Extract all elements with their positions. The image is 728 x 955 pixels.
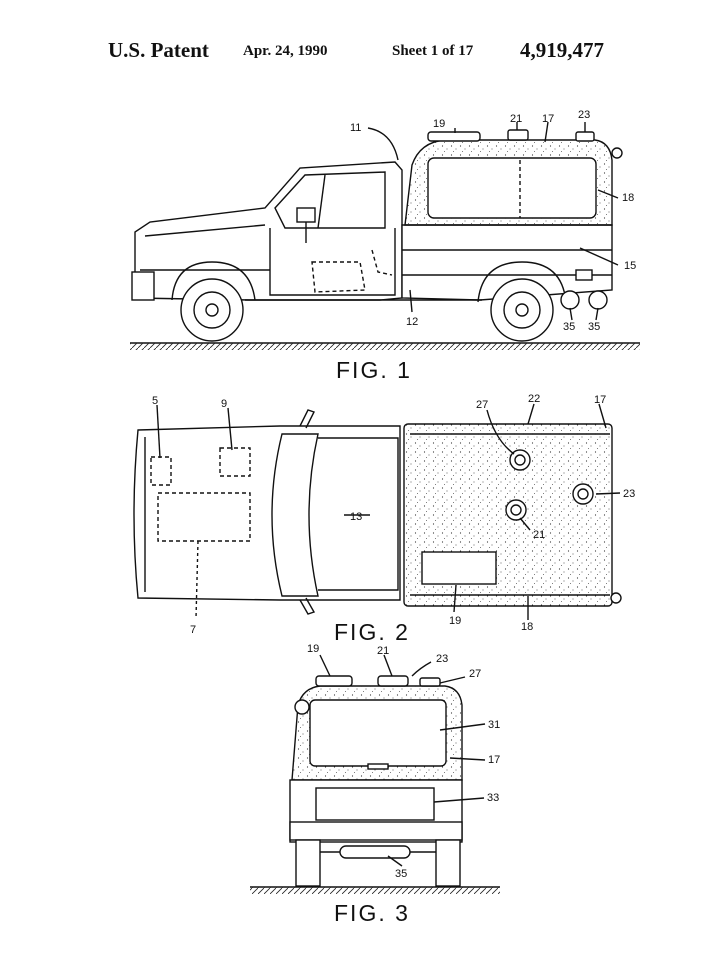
fig2-ref: 7 bbox=[190, 624, 196, 636]
fig2-drawing bbox=[133, 403, 622, 620]
fig1-ref: 11 bbox=[350, 122, 361, 134]
fig2-ref: 5 bbox=[152, 395, 158, 407]
patent-number: 4,919,477 bbox=[520, 38, 604, 62]
fig3-ref: 17 bbox=[488, 754, 500, 766]
fig3-labels: 19 21 23 27 31 17 33 35 FIG. 3 bbox=[307, 643, 500, 926]
patent-date: Apr. 24, 1990 bbox=[243, 43, 328, 59]
fig1-ref: 19 bbox=[433, 118, 445, 130]
fig1-ref: 15 bbox=[624, 260, 636, 272]
fig1-ref: 23 bbox=[578, 109, 590, 121]
fig3-ref: 21 bbox=[377, 645, 389, 657]
fig3-caption: FIG. 3 bbox=[334, 900, 410, 926]
fig2-caption: FIG. 2 bbox=[334, 619, 410, 645]
fig2-ref: 18 bbox=[521, 621, 533, 633]
fig1-ref: 12 bbox=[406, 316, 418, 328]
fig2-ref: 27 bbox=[476, 399, 488, 411]
fig3-ref: 19 bbox=[307, 643, 319, 655]
fig3-ref: 23 bbox=[436, 653, 448, 665]
fig1-ref: 17 bbox=[542, 113, 554, 125]
fig2-ref: 17 bbox=[594, 394, 606, 406]
fig1-labels: 11 19 21 17 23 18 15 12 35 35 FIG. 1 bbox=[336, 109, 636, 383]
fig1-caption: FIG. 1 bbox=[336, 357, 412, 383]
fig3-ref: 35 bbox=[395, 868, 407, 880]
fig2-ref: 23 bbox=[623, 488, 635, 500]
fig2-ref: 21 bbox=[533, 529, 545, 541]
fig1-ref: 35 bbox=[563, 321, 575, 333]
fig1-ref: 21 bbox=[510, 113, 522, 125]
fig1-ref: 35 bbox=[588, 321, 600, 333]
fig3-ref: 31 bbox=[488, 719, 500, 731]
fig1-drawing bbox=[130, 121, 640, 350]
fig1-ref: 18 bbox=[622, 192, 634, 204]
fig2-ref: 13 bbox=[350, 511, 362, 523]
fig2-labels: 5 9 27 22 17 13 23 21 7 19 18 FIG. 2 bbox=[152, 393, 635, 645]
sheet-number: Sheet 1 of 17 bbox=[392, 43, 474, 59]
fig2-ref: 9 bbox=[221, 398, 227, 410]
patent-header-title: U.S. Patent bbox=[108, 38, 209, 62]
fig3-ref: 27 bbox=[469, 668, 481, 680]
fig2-ref: 19 bbox=[449, 615, 461, 627]
fig3-drawing bbox=[250, 654, 500, 894]
fig2-ref: 22 bbox=[528, 393, 540, 405]
fig3-ref: 33 bbox=[487, 792, 499, 804]
